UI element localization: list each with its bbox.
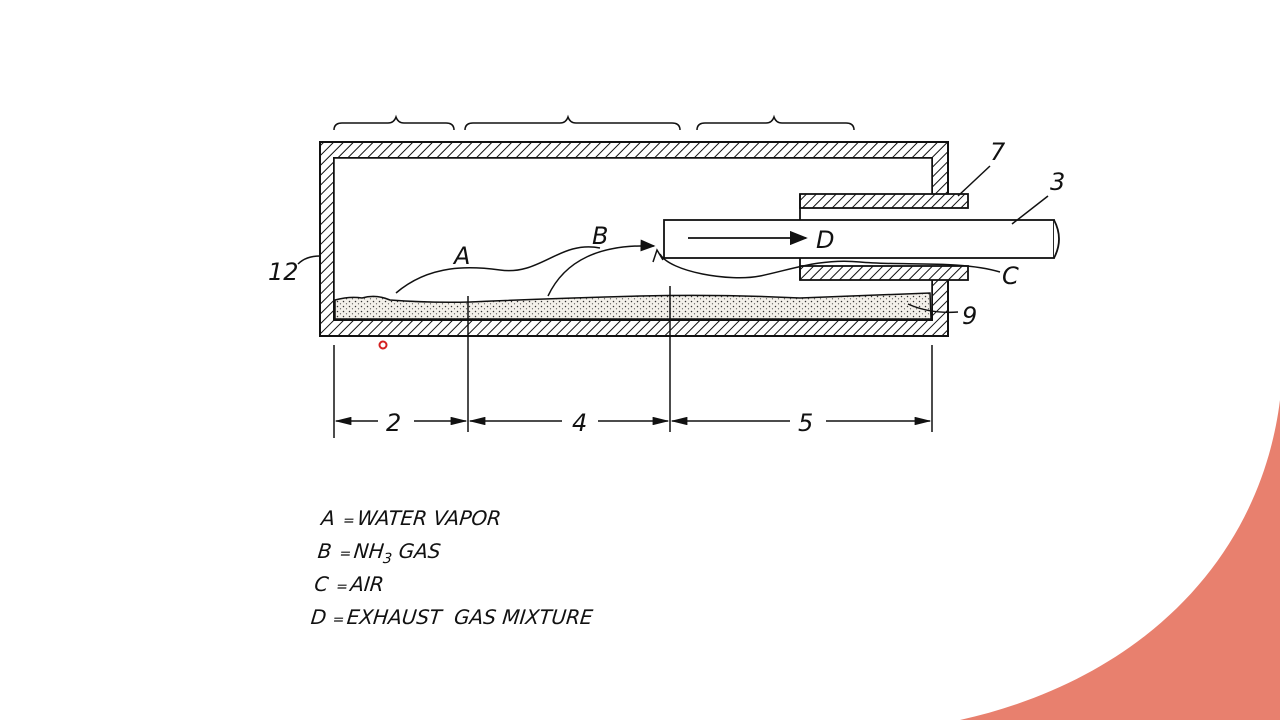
cursor-marker: [378, 340, 388, 350]
label-9: 9: [962, 302, 977, 330]
dim-label-2: 2: [386, 409, 401, 437]
label-12: 12: [268, 258, 299, 286]
brace-zone-2: [333, 114, 455, 131]
dim-label-5: 5: [798, 409, 813, 437]
sleeve-upper: [799, 193, 969, 209]
exhaust-pipe: [663, 219, 1055, 259]
legend-item-d: D = EXHAUST GAS MIXTURE: [309, 602, 732, 635]
leader-3: [1011, 195, 1049, 225]
label-3: 3: [1050, 168, 1065, 196]
legend: A = WATER VAPOR B = NH 3 GAS C = AIR D =…: [309, 503, 743, 635]
brace-zone-5: [696, 114, 855, 131]
legend-item-b: B = NH 3 GAS: [316, 536, 739, 569]
dim-label-4: 4: [572, 409, 587, 437]
legend-text: WATER VAPOR: [356, 506, 503, 530]
label-d: D: [816, 226, 834, 254]
label-c: C: [1002, 262, 1019, 290]
pipe-end-cap: [1053, 219, 1060, 259]
flow-arrow-c: [659, 253, 1001, 279]
legend-item-a: A = WATER VAPOR: [319, 503, 742, 536]
label-b: B: [592, 222, 608, 250]
leader-9: [907, 303, 959, 314]
legend-text: AIR: [349, 572, 386, 596]
brace-zone-4: [464, 114, 681, 131]
legend-text: EXHAUST GAS MIXTURE: [345, 605, 595, 629]
powder-bed: [334, 292, 932, 320]
leader-7: [957, 165, 991, 197]
legend-text-post: GAS: [397, 539, 442, 563]
flow-arrow-a: [395, 246, 601, 294]
flow-arrow-b: [547, 239, 656, 297]
legend-text-pre: NH: [352, 539, 386, 563]
label-a: A: [452, 242, 470, 270]
label-7: 7: [990, 138, 1006, 166]
leader-12: [297, 255, 321, 265]
legend-item-c: C = AIR: [313, 569, 736, 602]
accent-arc: [960, 400, 1280, 720]
flow-arrow-c-tip: [652, 248, 664, 263]
sleeve-lower: [799, 265, 969, 281]
